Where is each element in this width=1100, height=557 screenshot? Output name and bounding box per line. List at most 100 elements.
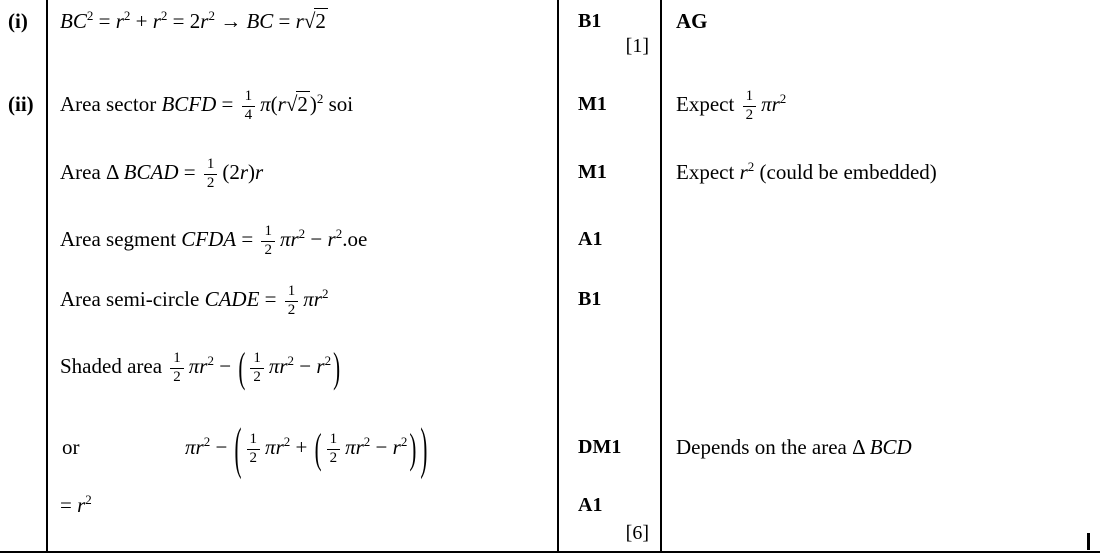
text-run: (2 (222, 160, 240, 184)
superscript: 2 (203, 434, 211, 449)
text-run: = (60, 493, 78, 517)
math-variable: BC (60, 9, 87, 33)
text-run: − (210, 435, 233, 459)
comment-ii2: Expect r2 (could be embedded) (676, 148, 937, 196)
bottom-row-border (0, 551, 1100, 553)
square-root: √2 (285, 91, 310, 116)
superscript: 2 (324, 353, 332, 368)
math-variable: r (239, 160, 249, 184)
column-divider-left (46, 0, 48, 553)
big-paren: ) (420, 415, 428, 481)
superscript: 2 (316, 91, 324, 106)
text-run: = (216, 92, 239, 116)
math-variable: r (77, 493, 86, 517)
text-run: Area semi-circle (60, 287, 205, 311)
math-variable: r (327, 227, 336, 251)
math-variable: r (115, 9, 124, 33)
comment-i1: AG (676, 0, 708, 42)
text-run: ) (248, 160, 256, 184)
math-variable: r (316, 354, 325, 378)
text-run: = (273, 9, 296, 33)
math-variable: r (200, 9, 209, 33)
text-run: − (294, 354, 317, 378)
math-variable: r (152, 9, 161, 33)
text-run: .oe (342, 227, 368, 251)
text-run: Area segment (60, 227, 182, 251)
text-run: − (305, 227, 328, 251)
mark-ii2: M1 (578, 161, 607, 183)
column-divider-comments (660, 0, 662, 553)
big-paren: ) (409, 424, 417, 473)
column-divider-marks (557, 0, 559, 553)
math-variable: πr (265, 435, 284, 459)
math-variable: BCFD (161, 92, 217, 116)
superscript: 2 (287, 353, 295, 368)
superscript: 2 (123, 8, 131, 23)
math-variable: r (739, 160, 748, 184)
superscript: 2 (86, 8, 94, 23)
text-run: Area sector (60, 92, 162, 116)
superscript: 2 (208, 8, 215, 23)
superscript: 2 (400, 434, 408, 449)
mark-total-i: [1] (625, 35, 649, 57)
superscript: 2 (363, 434, 371, 449)
math-variable: r (295, 9, 304, 33)
superscript: 2 (207, 353, 214, 368)
text-run: = (178, 160, 201, 184)
math-variable: π (260, 92, 271, 116)
mark-ii7: A1 (578, 494, 603, 516)
text-run: Depends on the area Δ (676, 435, 870, 459)
part-label-i: (i) (8, 9, 28, 33)
math-variable: BCD (869, 435, 912, 459)
text-run: + (290, 435, 313, 459)
superscript: 2 (283, 434, 291, 449)
big-paren: ( (314, 424, 322, 473)
mark-ii1: M1 (578, 93, 607, 115)
mark-total-ii: [6] (625, 522, 649, 544)
text-run: + (130, 9, 153, 33)
math-variable: πr (279, 227, 299, 251)
math-variable: BC (246, 9, 274, 33)
math-variable: πr (761, 92, 780, 116)
text-run: soi (323, 92, 354, 116)
text-run: = (236, 227, 259, 251)
square-root: √2 (303, 8, 328, 33)
math-variable: r (255, 160, 264, 184)
mark-ii4: B1 (578, 288, 602, 310)
text-run: ) (309, 92, 317, 116)
bold-text: AG (676, 9, 708, 33)
big-paren: ( (238, 343, 246, 392)
math-variable: BCAD (123, 160, 179, 184)
work-line-ii6-or: or (62, 423, 80, 471)
mark-ii3: A1 (578, 228, 603, 250)
text-run: Expect (676, 92, 740, 116)
math-variable: πr (303, 287, 322, 311)
caret-mark (1087, 533, 1090, 550)
superscript: 2 (335, 226, 343, 241)
mark-ii6: DM1 (578, 436, 622, 458)
mark-i1: B1 (578, 10, 602, 32)
superscript: 2 (160, 8, 168, 23)
work-line-ii7: = r2 (60, 481, 92, 529)
math-variable: CADE (204, 287, 260, 311)
superscript: 2 (298, 226, 306, 241)
big-paren: ( (234, 415, 242, 481)
text-run: → (214, 9, 247, 33)
part-label-ii: (ii) (8, 92, 34, 116)
big-paren: ) (333, 343, 341, 392)
